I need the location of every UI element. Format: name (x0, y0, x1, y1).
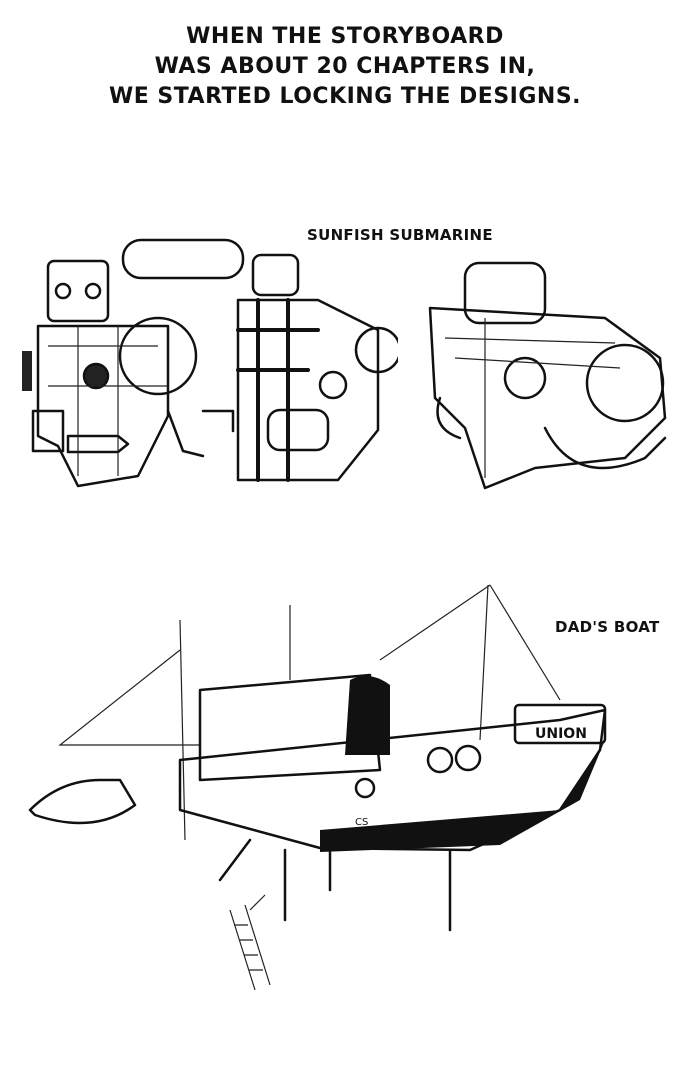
submarine-side-view-sketch (22, 238, 245, 488)
caption-line-1: WHEN THE STORYBOARD (186, 24, 504, 49)
hull-mark-cs: CS (355, 817, 368, 828)
submarine-perspective-sketch (428, 261, 667, 490)
hull-name-union: UNION (535, 726, 587, 742)
intro-caption: WHEN THE STORYBOARD WAS ABOUT 20 CHAPTER… (0, 22, 690, 112)
caption-line-3: WE STARTED LOCKING THE DESIGNS. (108, 84, 582, 109)
submarine-label: SUNFISH SUBMARINE (307, 226, 493, 244)
submarine-front-view-sketch (236, 253, 398, 482)
dads-boat-sketch: UNION CS (28, 584, 607, 991)
boat-label: DAD'S BOAT (555, 618, 660, 636)
caption-line-2: WAS ABOUT 20 CHAPTERS IN, (154, 54, 536, 79)
